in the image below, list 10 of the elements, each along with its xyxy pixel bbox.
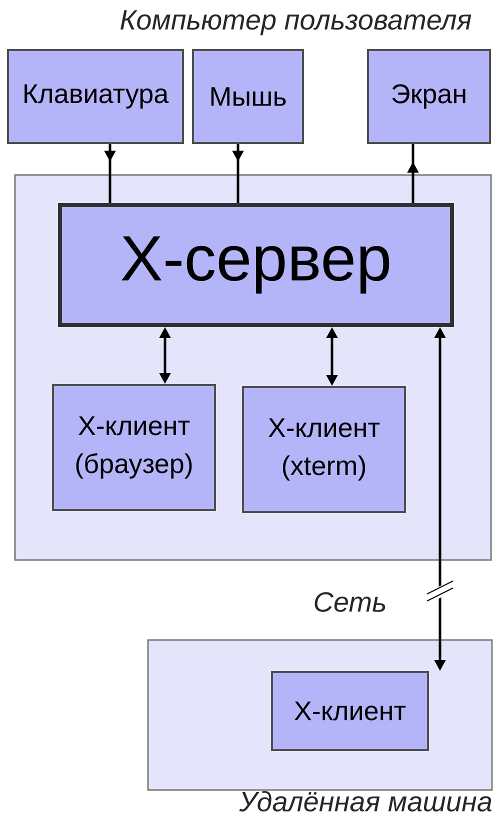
process-box: Клавиатура — [7, 49, 184, 144]
process-box: Мышь — [192, 49, 304, 144]
process-box: X-клиент (xterm) — [242, 386, 406, 513]
process-box: X-клиент — [271, 671, 429, 751]
heading: Компьютер пользователя — [120, 10, 472, 36]
server-box: X-сервер — [58, 203, 454, 327]
process-box: Экран — [367, 49, 491, 144]
node-label: Удалённая машина — [239, 790, 492, 812]
process-box: X-клиент (браузер) — [52, 384, 216, 511]
edge-label: Сеть — [314, 592, 386, 612]
